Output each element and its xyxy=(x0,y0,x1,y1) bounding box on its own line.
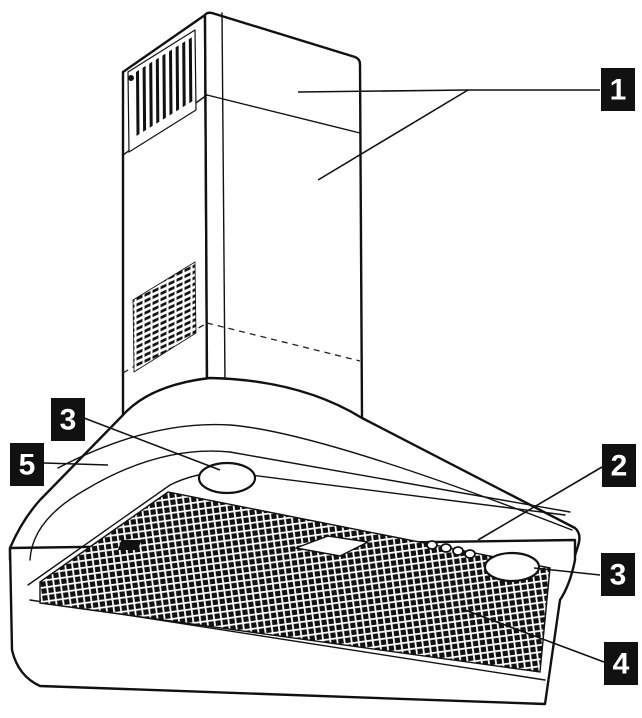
callout-1: 1 xyxy=(601,68,635,111)
vent-slot xyxy=(169,49,173,116)
callout-2-label: 2 xyxy=(611,450,628,483)
callout-3-right-label: 3 xyxy=(610,559,627,592)
chimney-front-face xyxy=(203,11,364,420)
vent-slot xyxy=(142,65,147,132)
control-button-4[interactable] xyxy=(464,549,476,559)
vent-slot xyxy=(188,37,193,104)
leader-1b xyxy=(317,89,469,181)
callout-3-left-label: 3 xyxy=(60,404,77,437)
callout-1-label: 1 xyxy=(610,74,627,107)
filter-handle xyxy=(117,535,371,557)
leader-4 xyxy=(464,609,605,663)
callout-3-right: 3 xyxy=(601,553,635,596)
control-button-1[interactable] xyxy=(426,540,438,550)
control-button-3[interactable] xyxy=(452,546,464,556)
vent-slot xyxy=(182,41,186,108)
vent-slot xyxy=(136,70,140,136)
vent-slot xyxy=(149,61,153,128)
leader-3a xyxy=(83,417,221,471)
callout-2: 2 xyxy=(602,444,636,487)
inner-chimney-dashed-front xyxy=(206,322,361,362)
leader-2 xyxy=(477,466,603,541)
vent-slot xyxy=(155,57,160,124)
lower-vent-grid xyxy=(132,261,197,373)
callout-5-label: 5 xyxy=(19,449,36,482)
leader-5 xyxy=(43,462,109,466)
chimney-edge xyxy=(221,12,226,384)
leader-3b xyxy=(533,567,601,576)
chimney-seam-front xyxy=(206,94,361,134)
control-button-2[interactable] xyxy=(440,543,452,553)
front-rail-bottom xyxy=(39,685,546,705)
vent-slots-icon xyxy=(127,29,197,153)
canopy-rim-upper xyxy=(57,423,573,531)
callout-4: 4 xyxy=(604,642,638,685)
vent-slot xyxy=(175,45,180,112)
callout-3-left: 3 xyxy=(51,398,85,441)
vent-slot xyxy=(162,53,166,120)
mesh-filter-icon xyxy=(39,491,551,673)
light-left xyxy=(197,461,257,495)
callout-4-label: 4 xyxy=(613,648,630,681)
light-right xyxy=(483,551,541,583)
chimney xyxy=(121,11,364,420)
canopy-inner-line xyxy=(29,450,571,561)
leader-lines xyxy=(43,89,605,663)
callout-5: 5 xyxy=(10,443,44,486)
control-panel xyxy=(426,540,476,559)
